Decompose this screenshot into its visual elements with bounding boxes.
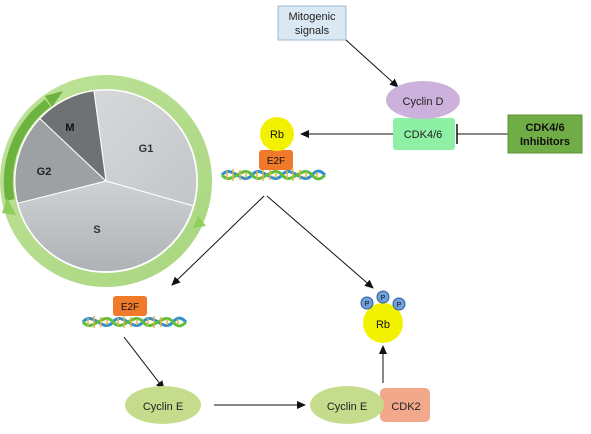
m-label: M <box>65 122 74 134</box>
e2f-left-box <box>113 296 147 316</box>
arrow-to-free-e2f <box>171 195 265 286</box>
g2-sector <box>14 117 108 204</box>
inhibitors-label-line2: Inhibitors <box>520 136 570 148</box>
arrow-tail-icon <box>2 198 16 215</box>
phosphate-group-2: P <box>376 290 390 304</box>
dna-helix-icon <box>220 169 327 181</box>
m-sector <box>39 90 107 183</box>
cdk2-box <box>380 388 430 422</box>
rb-phospho-circle <box>363 303 403 343</box>
g1-sector <box>93 89 198 207</box>
cdk46-complex: Cyclin D CDK4/6 <box>386 81 460 150</box>
cyclin-e-left-ellipse <box>125 386 201 424</box>
g2-m-progress-arrow <box>3 99 51 201</box>
s-label: S <box>93 224 100 236</box>
e2f-top-label: E2F <box>267 156 285 167</box>
cdk2-label: CDK2 <box>391 401 420 413</box>
cdk46-inhibitors-box: CDK4/6 Inhibitors <box>507 114 583 154</box>
cyclin-e-left-label: Cyclin E <box>143 401 183 413</box>
cyclin-d-ellipse <box>386 81 460 119</box>
cyclin-d-label: Cyclin D <box>403 96 444 108</box>
mitogenic-label-line2: signals <box>295 25 330 37</box>
s-sector <box>17 180 194 273</box>
g1-s-transition-arrow-icon <box>193 216 206 228</box>
arrow-head-icon <box>45 91 63 107</box>
rb-e2f-dna-complex: E2F Rb <box>220 117 327 181</box>
inhibitors-label-line1: CDK4/6 <box>525 122 564 134</box>
rb-top-circle <box>260 117 294 151</box>
cyclin-e-cdk2-complex: Cyclin E CDK2 <box>310 386 430 424</box>
arrow-mitogenic-to-cyclin-d <box>345 39 399 88</box>
phosphate-label-3: P <box>397 302 402 309</box>
phosphate-group-3: P <box>392 297 406 311</box>
phospho-rb: Rb P P P <box>360 290 406 343</box>
phosphate-label-2: P <box>381 295 386 302</box>
e2f-top-box <box>259 150 293 170</box>
rb-top-label: Rb <box>270 129 284 141</box>
cell-cycle-wheel: G1 S G2 M <box>0 75 212 287</box>
e2f-left-label: E2F <box>121 302 139 313</box>
g2-label: G2 <box>37 166 52 178</box>
cyclin-e-right-label: Cyclin E <box>327 401 367 413</box>
mitogenic-signals-box: Mitogenic signals <box>277 5 347 41</box>
mitogenic-label-line1: Mitogenic <box>288 11 336 23</box>
cyclin-e-right-ellipse <box>310 386 384 424</box>
dna-helix-icon <box>81 316 188 328</box>
arrow-to-phospho-rb <box>266 195 374 289</box>
phosphate-label-1: P <box>365 301 370 308</box>
phosphate-group-1: P <box>360 296 374 310</box>
g1-label: G1 <box>139 143 154 155</box>
arrow-e2f-to-cyclin-e <box>123 336 165 390</box>
e2f-dna-complex: E2F <box>81 296 188 328</box>
cdk46-label: CDK4/6 <box>404 129 443 141</box>
cyclin-e-left: Cyclin E <box>125 386 201 424</box>
cdk46-box <box>393 118 455 150</box>
rb-phospho-label: Rb <box>376 319 390 331</box>
